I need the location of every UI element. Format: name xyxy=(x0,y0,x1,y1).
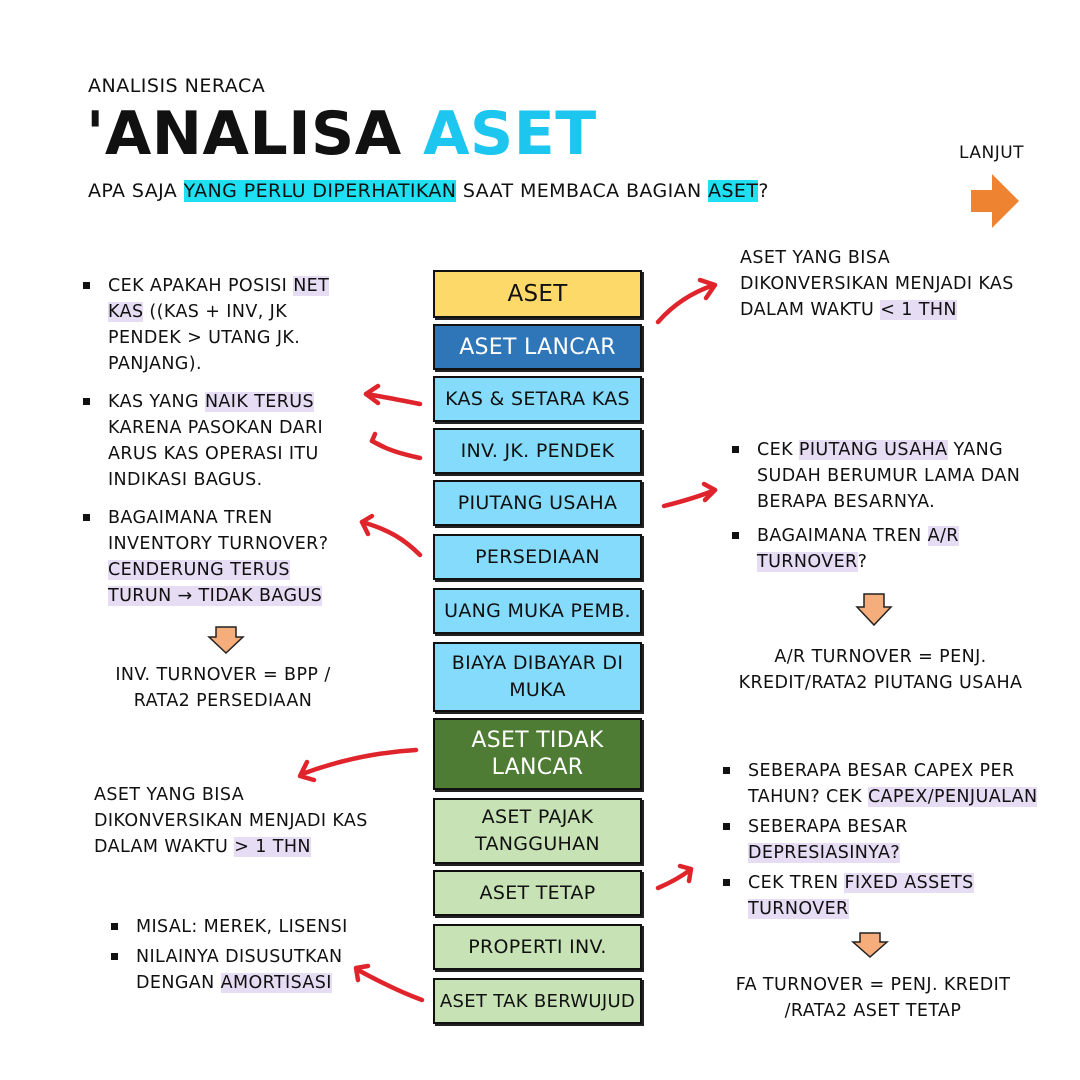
receivable-notes: CEK PIUTANG USAHA YANG SUDAH BERUMUR LAM… xyxy=(731,437,1031,583)
inventory-text: BAGAIMANA TREN INVENTORY TURNOVER? xyxy=(108,508,329,554)
subtitle-part-5: ? xyxy=(758,180,769,202)
amortisasi-highlight: AMORTISASI xyxy=(220,973,332,993)
box-aset-tetap: ASET TETAP xyxy=(433,870,642,916)
box-aset-tak-berwujud: ASET TAK BERWUJUD xyxy=(433,978,642,1024)
intangible-notes: MISAL: MEREK, LISENSI NILAINYA DISUSUTKA… xyxy=(110,914,360,1004)
depresiasi-text: SEBERAPA BESAR xyxy=(748,817,908,837)
net-kas-text: CEK APAKAH POSISI xyxy=(108,276,294,296)
page-title: 'ANALISA ASET xyxy=(86,98,597,170)
box-properti-inv: PROPERTI INV. xyxy=(433,924,642,970)
kas-naik-text: KAS YANG xyxy=(108,392,205,412)
amortisasi-text: NILAINYA DISUSUTKAN DENGAN xyxy=(136,947,343,993)
ar-text: BAGAIMANA TREN xyxy=(757,526,928,546)
non-current-highlight: > 1 THN xyxy=(234,837,311,857)
subtitle-part-3: SAAT MEMBACA BAGIAN xyxy=(456,180,709,202)
arrow-right-icon[interactable] xyxy=(968,172,1022,230)
net-kas-note: CEK APAKAH POSISI NET KAS ((KAS + INV, J… xyxy=(82,273,342,377)
current-asset-highlight: < 1 THN xyxy=(880,300,957,320)
capex-highlight: CAPEX/PENJUALAN xyxy=(867,787,1038,807)
current-asset-definition: ASET YANG BISA DIKONVERSIKAN MENJADI KAS… xyxy=(740,245,1025,323)
fa-text: CEK TREN xyxy=(748,873,845,893)
ar-formula: A/R TURNOVER = PENJ. KREDIT/RATA2 PIUTAN… xyxy=(738,647,1023,693)
asset-column: ASET ASET LANCAR KAS & SETARA KAS INV. J… xyxy=(433,270,646,1030)
depresiasi-highlight: DEPRESIASINYA? xyxy=(748,843,901,863)
arrow-to-aset-lancar-note xyxy=(655,277,718,325)
down-arrow-icon xyxy=(851,932,889,959)
kas-naik-text-2: KARENA PASOKAN DARI ARUS KAS OPERASI ITU… xyxy=(108,418,324,490)
arrow-to-intangible-note xyxy=(353,963,425,1003)
down-arrow-icon xyxy=(855,593,893,627)
capex-text: SEBERAPA BESAR CAPEX PER TAHUN? CEK xyxy=(748,761,1015,807)
down-arrow-icon xyxy=(207,626,245,655)
depresiasi-note: SEBERAPA BESAR DEPRESIASINYA? xyxy=(722,814,1052,866)
box-aset-pajak: ASET PAJAK TANGGUHAN xyxy=(433,798,642,864)
kas-naik-note: KAS YANG NAIK TERUS KARENA PASOKAN DARI … xyxy=(82,389,342,493)
piutang-text-2: YANG SUDAH BERUMUR LAMA DAN BERAPA BESAR… xyxy=(757,440,1021,512)
subtitle-part-1: APA SAJA xyxy=(88,180,184,202)
arrow-to-piutang-note xyxy=(661,481,718,509)
ar-text-2: ? xyxy=(857,552,868,572)
non-current-asset-definition: ASET YANG BISA DIKONVERSIKAN MENJADI KAS… xyxy=(94,782,379,860)
kicker-text: ANALISIS NERACA xyxy=(88,75,266,97)
page-subtitle: APA SAJA YANG PERLU DIPERHATIKAN SAAT ME… xyxy=(88,178,769,204)
box-piutang-usaha: PIUTANG USAHA xyxy=(433,480,642,526)
ar-turnover-note: BAGAIMANA TREN A/R TURNOVER? xyxy=(731,523,1031,575)
box-aset: ASET xyxy=(433,270,642,318)
box-uang-muka: UANG MUKA PEMB. xyxy=(433,588,642,634)
box-persediaan: PERSEDIAAN xyxy=(433,534,642,580)
title-prefix: 'ANALISA xyxy=(86,99,402,169)
box-aset-lancar: ASET LANCAR xyxy=(433,324,642,370)
inventory-highlight: CENDERUNG TERUS TURUN → TIDAK BAGUS xyxy=(108,560,323,606)
inventory-note: BAGAIMANA TREN INVENTORY TURNOVER? CENDE… xyxy=(82,505,342,609)
piutang-text: CEK xyxy=(757,440,799,460)
arrow-to-kas-note xyxy=(363,383,423,407)
box-biaya-dibayar: BIAYA DIBAYAR DI MUKA xyxy=(433,642,642,712)
misal-note: MISAL: MEREK, LISENSI xyxy=(110,914,360,940)
arrow-to-kas-note-2 xyxy=(369,431,423,461)
piutang-highlight: PIUTANG USAHA xyxy=(798,440,948,460)
net-kas-text-2: ((KAS + INV, JK PENDEK > UTANG JK. PANJA… xyxy=(108,302,301,374)
fixed-asset-notes: SEBERAPA BESAR CAPEX PER TAHUN? CEK CAPE… xyxy=(722,758,1052,930)
cash-notes: CEK APAKAH POSISI NET KAS ((KAS + INV, J… xyxy=(82,273,342,617)
box-aset-tidak-lancar: ASET TIDAK LANCAR xyxy=(433,718,642,790)
box-inv-jk-pendek: INV. JK. PENDEK xyxy=(433,428,642,474)
amortisasi-note: NILAINYA DISUSUTKAN DENGAN AMORTISASI xyxy=(110,944,360,996)
arrow-to-tidak-lancar-note xyxy=(297,747,419,783)
title-highlight: ASET xyxy=(423,99,597,169)
next-label[interactable]: LANJUT xyxy=(959,143,1025,163)
inventory-formula: INV. TURNOVER = BPP / RATA2 PERSEDIAAN xyxy=(115,665,331,711)
current-asset-text: ASET YANG BISA DIKONVERSIKAN MENJADI KAS… xyxy=(740,248,1014,320)
capex-note: SEBERAPA BESAR CAPEX PER TAHUN? CEK CAPE… xyxy=(722,758,1052,810)
piutang-note: CEK PIUTANG USAHA YANG SUDAH BERUMUR LAM… xyxy=(731,437,1031,515)
subtitle-highlight-2: ASET xyxy=(708,180,759,202)
non-current-text: ASET YANG BISA DIKONVERSIKAN MENJADI KAS… xyxy=(94,785,368,857)
kas-naik-highlight: NAIK TERUS xyxy=(204,392,315,412)
fa-formula: FA TURNOVER = PENJ. KREDIT /RATA2 ASET T… xyxy=(735,975,1011,1021)
fa-turnover-note: CEK TREN FIXED ASSETS TURNOVER xyxy=(722,870,1052,922)
arrow-to-fixed-note xyxy=(655,863,694,891)
box-kas: KAS & SETARA KAS xyxy=(433,376,642,422)
subtitle-highlight-1: YANG PERLU DIPERHATIKAN xyxy=(183,180,457,202)
arrow-to-inventory-note xyxy=(359,513,423,558)
